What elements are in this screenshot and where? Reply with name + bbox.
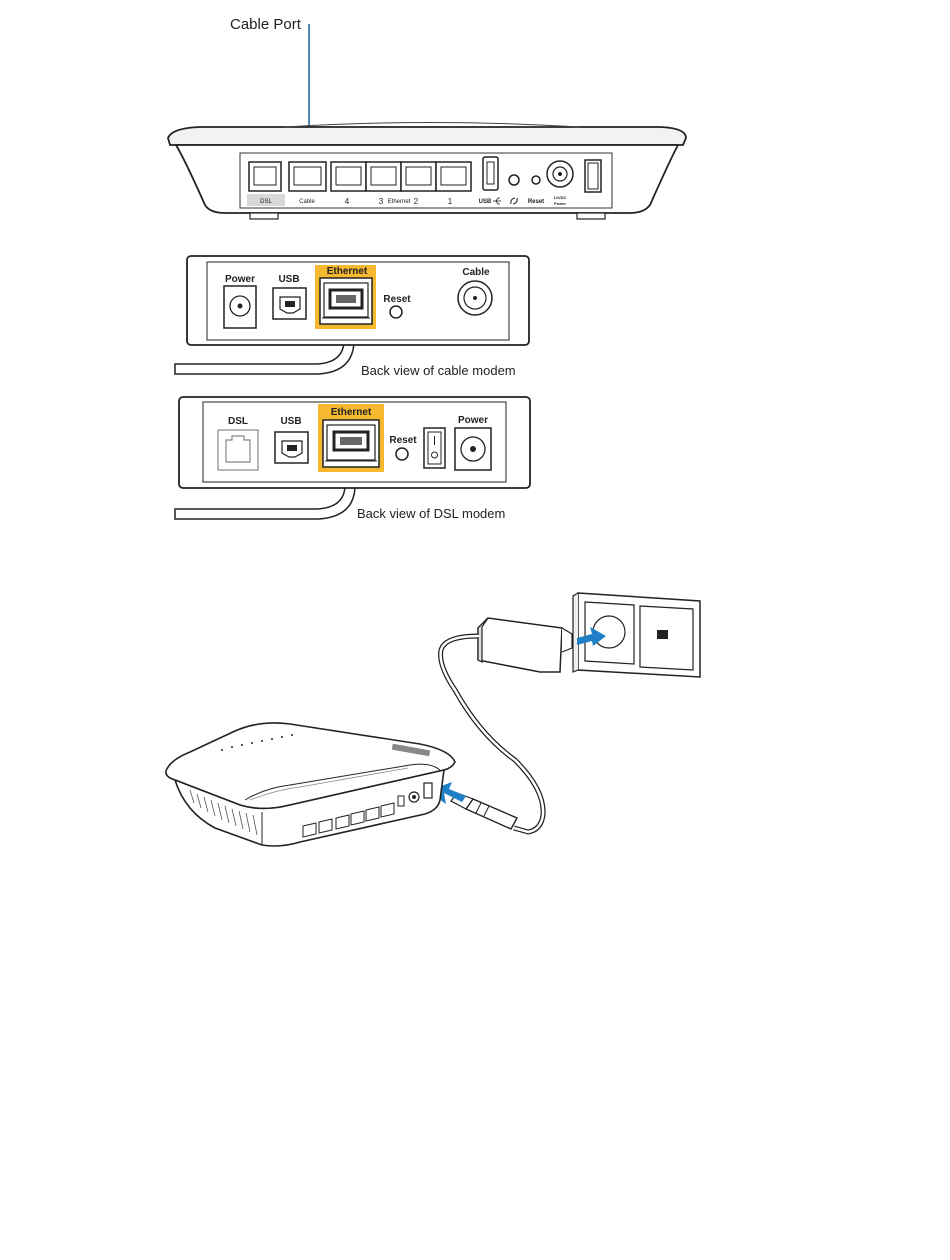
- wall-phone-jack: [657, 630, 668, 639]
- cable-modem-power-label: Power: [225, 274, 255, 285]
- router-ethernet-port-3: [366, 162, 401, 191]
- router-iso-power-switch: [424, 783, 432, 798]
- router-usb-port: [483, 157, 498, 190]
- router-rear-view: Cable Port: [168, 16, 686, 219]
- dsl-modem-usb-label: USB: [280, 416, 301, 427]
- label-power-bottom: Power: [554, 201, 566, 206]
- dsl-modem-reset-label: Reset: [389, 435, 417, 446]
- cable-modem-usb-port: [273, 288, 306, 319]
- dsl-modem-ethernet-port: [323, 420, 379, 467]
- router-ethernet-port-1: [436, 162, 471, 191]
- label-lan4: 4: [345, 197, 350, 206]
- cable-modem-reset-label: Reset: [383, 294, 411, 305]
- power-adapter: [478, 618, 572, 672]
- label-usb: USB: [479, 199, 492, 205]
- label-lan1: 1: [448, 197, 453, 206]
- cable-modem-ethernet-label: Ethernet: [327, 266, 368, 277]
- label-lan2: 2: [414, 197, 419, 206]
- router-reset-button: [532, 176, 540, 184]
- label-power-top: 12VDC: [554, 195, 567, 200]
- cable-modem-cable-label: Cable: [462, 267, 490, 278]
- cable-modem-coax-port: [458, 281, 492, 315]
- dsl-modem-usb-port: [275, 432, 308, 463]
- router-power-switch: [585, 160, 601, 192]
- cable-port-callout: Cable Port: [230, 16, 302, 33]
- cable-modem-power-jack: [224, 286, 256, 328]
- dsl-modem-reset-button: [396, 448, 408, 460]
- cable-modem-usb-label: USB: [278, 274, 299, 285]
- router-cable-port: [289, 162, 326, 191]
- router-wps-button: [509, 175, 519, 185]
- dsl-modem-power-jack: [455, 428, 491, 470]
- label-cable: Cable: [299, 199, 315, 205]
- router-dsl-port: [249, 162, 281, 191]
- dsl-modem-ethernet-label: Ethernet: [331, 407, 372, 418]
- dsl-modem-caption: Back view of DSL modem: [357, 506, 505, 521]
- label-ethernet: Ethernet: [388, 199, 411, 205]
- dsl-modem-dsl-port: [218, 430, 258, 470]
- cable-modem-caption: Back view of cable modem: [361, 363, 516, 378]
- cable-modem-ethernet-port: [320, 278, 372, 324]
- router-top-lid: [168, 127, 686, 145]
- dsl-modem-power-switch: [424, 428, 445, 468]
- dsl-modem-back-view: DSL USB Ethernet Reset: [175, 397, 530, 521]
- dsl-modem-power-label: Power: [458, 415, 488, 426]
- power-connection-illustration: [166, 593, 700, 846]
- label-dsl: DSL: [260, 199, 272, 205]
- dsl-modem-dsl-label: DSL: [228, 416, 248, 427]
- router-ethernet-port-4: [331, 162, 366, 191]
- cable-modem-back-view: Power USB Ethernet Reset Cable Back view…: [175, 256, 529, 378]
- router-foot-right: [577, 213, 605, 219]
- label-reset: Reset: [528, 199, 544, 205]
- router-ethernet-port-2: [401, 162, 436, 191]
- router-power-jack: [547, 161, 573, 187]
- cable-modem-reset-button: [390, 306, 402, 318]
- router-foot-left: [250, 213, 278, 219]
- router-isometric: [166, 723, 455, 846]
- label-lan3: 3: [379, 197, 384, 206]
